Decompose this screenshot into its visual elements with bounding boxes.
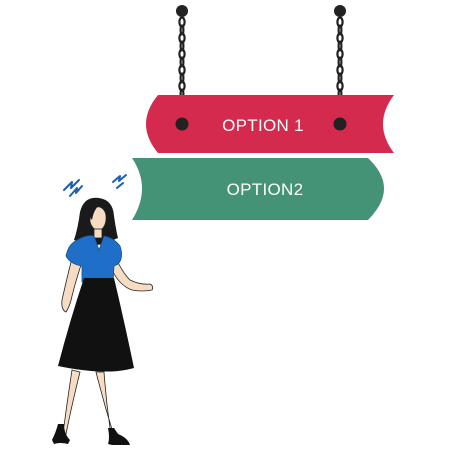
blouse	[65, 235, 122, 283]
right-chain-bolt	[333, 117, 347, 131]
option-2-sign-board	[132, 158, 384, 220]
left-chain-bolt	[175, 117, 189, 131]
skirt	[58, 278, 134, 372]
right-arm	[111, 256, 154, 292]
stress-lightning-icon	[63, 174, 127, 197]
woman-figure	[52, 197, 154, 445]
option-1-sign-board	[146, 95, 394, 153]
right-shoe	[108, 428, 130, 445]
option-2-label: OPTION2	[227, 180, 304, 199]
right-leg	[95, 371, 122, 437]
left-shoe	[52, 424, 70, 444]
left-arm	[61, 257, 83, 313]
option-1-label: OPTION 1	[222, 116, 304, 135]
